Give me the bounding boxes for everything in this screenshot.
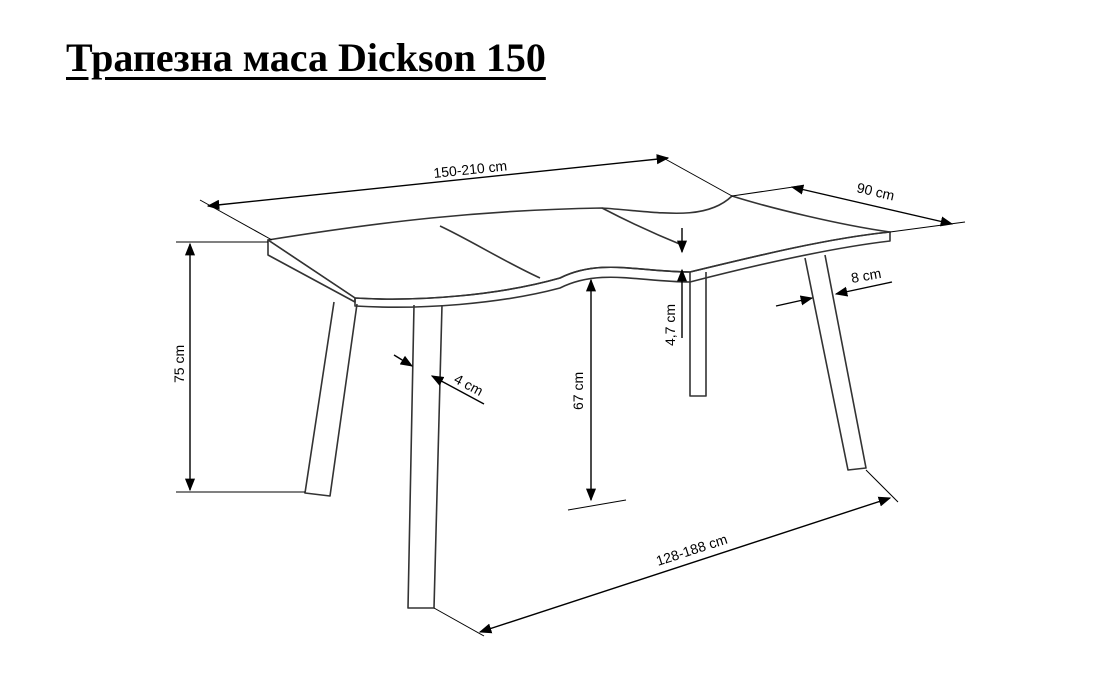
extension-seam-left — [439, 225, 541, 279]
span-dimension-arrow — [478, 496, 892, 634]
leg-thickness-label: 4 cm — [452, 371, 486, 399]
back-right-leg — [804, 254, 867, 471]
length-dimension-arrow — [206, 154, 670, 210]
dimension-lines — [176, 154, 966, 637]
front-left-leg — [304, 301, 358, 497]
ext-line-depth-right — [889, 221, 966, 233]
ext-line-depth-left — [731, 185, 801, 197]
table-top-front-wave-edge — [354, 231, 891, 308]
table-drawing — [267, 195, 891, 609]
page-title: Трапезна маса Dickson 150 — [66, 35, 546, 80]
leg-width-label: 8 cm — [850, 265, 883, 286]
leg-width-arrow-right — [834, 281, 893, 297]
leg-thickness-arrow-bottom — [430, 375, 485, 405]
depth-label: 90 cm — [855, 179, 896, 203]
top-thickness-label: 4,7 cm — [662, 304, 678, 346]
ext-line-clearance-bottom — [567, 499, 627, 511]
depth-dimension-arrow — [790, 184, 954, 227]
length-label: 150-210 cm — [433, 157, 508, 181]
extension-seam-right — [601, 207, 683, 246]
height-label: 75 cm — [171, 345, 187, 383]
ext-line-span-left — [433, 607, 485, 637]
leg-width-arrow-left — [775, 295, 814, 307]
leg-thickness-arrow-top — [393, 354, 414, 367]
ext-line-top-right — [657, 154, 733, 197]
front-middle-leg — [407, 304, 443, 609]
clearance-label: 67 cm — [570, 372, 586, 410]
ext-line-span-right — [865, 469, 899, 503]
back-left-leg — [689, 272, 707, 397]
